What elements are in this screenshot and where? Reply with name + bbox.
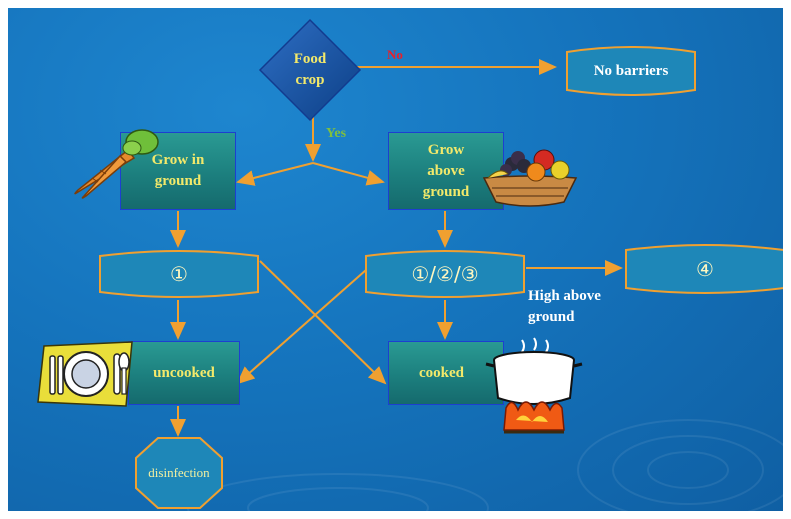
barrier-123-node: ①/②/③	[364, 248, 526, 300]
food-crop-decision: Food crop	[258, 18, 362, 122]
diamond-shape	[258, 18, 362, 122]
arrow-to-grow-in-ground	[236, 162, 314, 186]
arrow-b123-to-uncooked	[236, 269, 367, 385]
food-crop-label: Food crop	[293, 51, 327, 88]
flowchart-slide: Food crop No Yes No barriers Grow in gro…	[8, 8, 783, 511]
no-barriers-label: No barriers	[593, 62, 669, 79]
disinfection-node: disinfection	[134, 436, 224, 510]
no-label: No	[387, 47, 403, 62]
cylinder-shape	[625, 244, 783, 294]
high-above-ground-label: High above ground	[528, 288, 601, 325]
barrier-4-node: ④	[624, 242, 783, 296]
cylinder-shape	[99, 250, 259, 298]
cooked-node: cooked	[388, 341, 504, 405]
plate-cutlery-icon	[37, 341, 133, 407]
cylinder-shape	[365, 250, 525, 298]
grow-above-ground-node: Grow above ground	[388, 132, 504, 210]
barrier-1-label: ①	[170, 262, 188, 286]
disinfection-label: disinfection	[148, 465, 210, 480]
barrier-123-label: ①/②/③	[411, 262, 479, 286]
yes-label: Yes	[325, 126, 347, 141]
arrow-b1-to-cooked	[259, 260, 387, 385]
cylinder-shape	[566, 46, 696, 96]
octagon-shape	[135, 437, 223, 509]
fruit-basket-icon	[482, 149, 578, 207]
barrier-1-node: ①	[98, 248, 260, 300]
cooking-pot-icon	[485, 337, 583, 434]
barrier-4-label: ④	[696, 257, 714, 281]
arrow-to-grow-above-ground	[312, 162, 385, 186]
carrot-icon	[74, 129, 159, 199]
no-barriers-node: No barriers	[565, 44, 697, 98]
uncooked-node: uncooked	[128, 341, 240, 405]
